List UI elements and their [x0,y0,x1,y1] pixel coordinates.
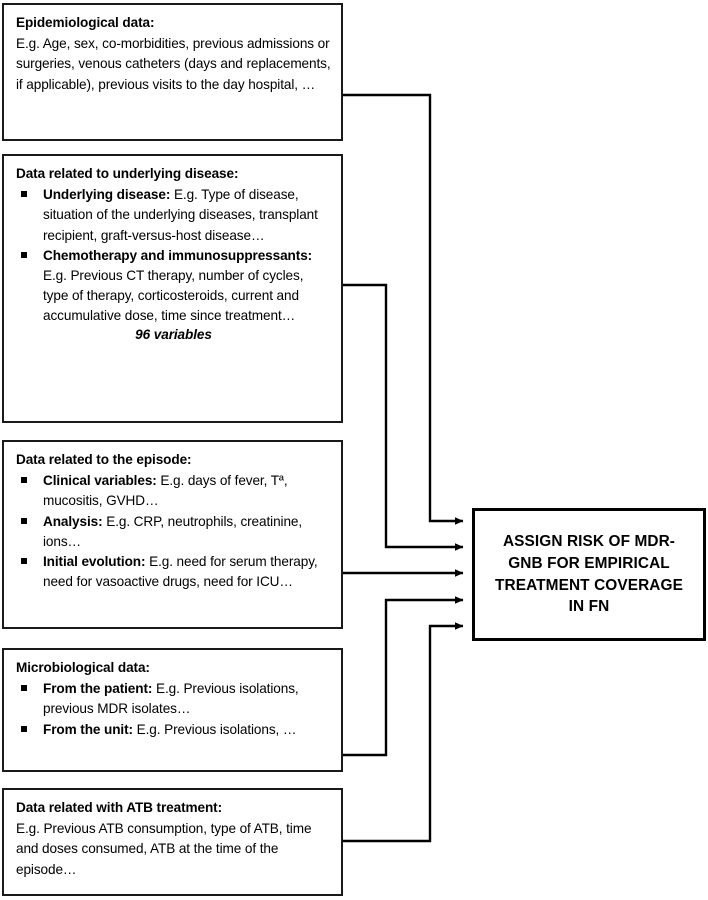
list-item: Underlying disease: E.g. Type of disease… [16,185,331,245]
input-box-episode-data[interactable]: Data related to the episode: Clinical va… [2,440,343,629]
square-bullet-icon [21,251,27,258]
bullet-text: E.g. need for serum therapy, need for va… [43,553,318,589]
box-body: E.g. Previous ATB consumption, type of A… [16,821,312,877]
bullet-lead: Clinical variables: [43,473,157,489]
bullet-lead: Underlying disease: [43,187,171,203]
input-box-underlying-disease-data[interactable]: Data related to underlying disease: Unde… [2,154,343,423]
box-title: Data related to underlying disease: [16,166,239,181]
bullet-lead: From the unit: [43,721,133,737]
connector-atb-treatment [343,622,464,843]
connector-epidemiological [343,93,464,525]
square-bullet-icon [21,557,27,564]
connector-underlying-disease [343,283,464,551]
list-item: From the patient: E.g. Previous isolatio… [16,679,331,719]
list-item: From the unit: E.g. Previous isolations,… [16,720,331,740]
bullet-text: E.g. Type of disease, situation of the u… [43,187,318,243]
box-title: Data related to the episode: [16,452,192,467]
bullet-list: From the patient: E.g. Previous isolatio… [16,679,331,739]
bullet-text: E.g. Previous CT therapy, number of cycl… [43,267,304,323]
square-bullet-icon [21,517,27,524]
list-item: Chemotherapy and immunosuppressants: E.g… [16,246,331,326]
bullet-lead: Initial evolution: [43,553,146,569]
bullet-text: E.g. Previous isolations, previous MDR i… [43,681,299,717]
bullet-lead: Analysis: [43,513,103,529]
bullet-lead: Chemotherapy and immunosuppressants: [43,247,313,263]
box-title: Data related with ATB treatment: [16,800,223,815]
list-item: Clinical variables: E.g. days of fever, … [16,471,331,511]
bullet-text: E.g. CRP, neutrophils, creatinine, ions… [43,513,303,549]
box-title: Microbiological data: [16,660,150,675]
bullet-text: E.g. days of fever, Tª, mucositis, GVHD… [43,473,288,509]
list-item: Initial evolution: E.g. need for serum t… [16,552,331,592]
input-box-microbiological-data[interactable]: Microbiological data: From the patient: … [2,648,343,772]
square-bullet-icon [21,191,27,198]
bullet-list: Clinical variables: E.g. days of fever, … [16,471,331,592]
square-bullet-icon [21,685,27,692]
square-bullet-icon [21,477,27,484]
variable-count-label: 96 variables [135,327,212,343]
output-box-assign-risk[interactable]: ASSIGN RISK OF MDR-GNB FOR EMPIRICAL TRE… [472,508,706,641]
list-item: Analysis: E.g. CRP, neutrophils, creatin… [16,512,331,552]
connector-microbiological [343,596,464,757]
bullet-text: E.g. Previous isolations, … [132,721,297,737]
bullet-lead: From the patient: [43,681,153,697]
bullet-list: Underlying disease: E.g. Type of disease… [16,185,331,326]
input-box-epidemiological-data[interactable]: Epidemiological data: E.g. Age, sex, co-… [2,3,343,141]
output-box-label: ASSIGN RISK OF MDR-GNB FOR EMPIRICAL TRE… [495,532,683,616]
input-box-atb-treatment-data[interactable]: Data related with ATB treatment: E.g. Pr… [2,788,343,896]
square-bullet-icon [21,725,27,732]
box-body: E.g. Age, sex, co-morbidities, previous … [16,36,331,92]
box-title: Epidemiological data: [16,15,155,30]
